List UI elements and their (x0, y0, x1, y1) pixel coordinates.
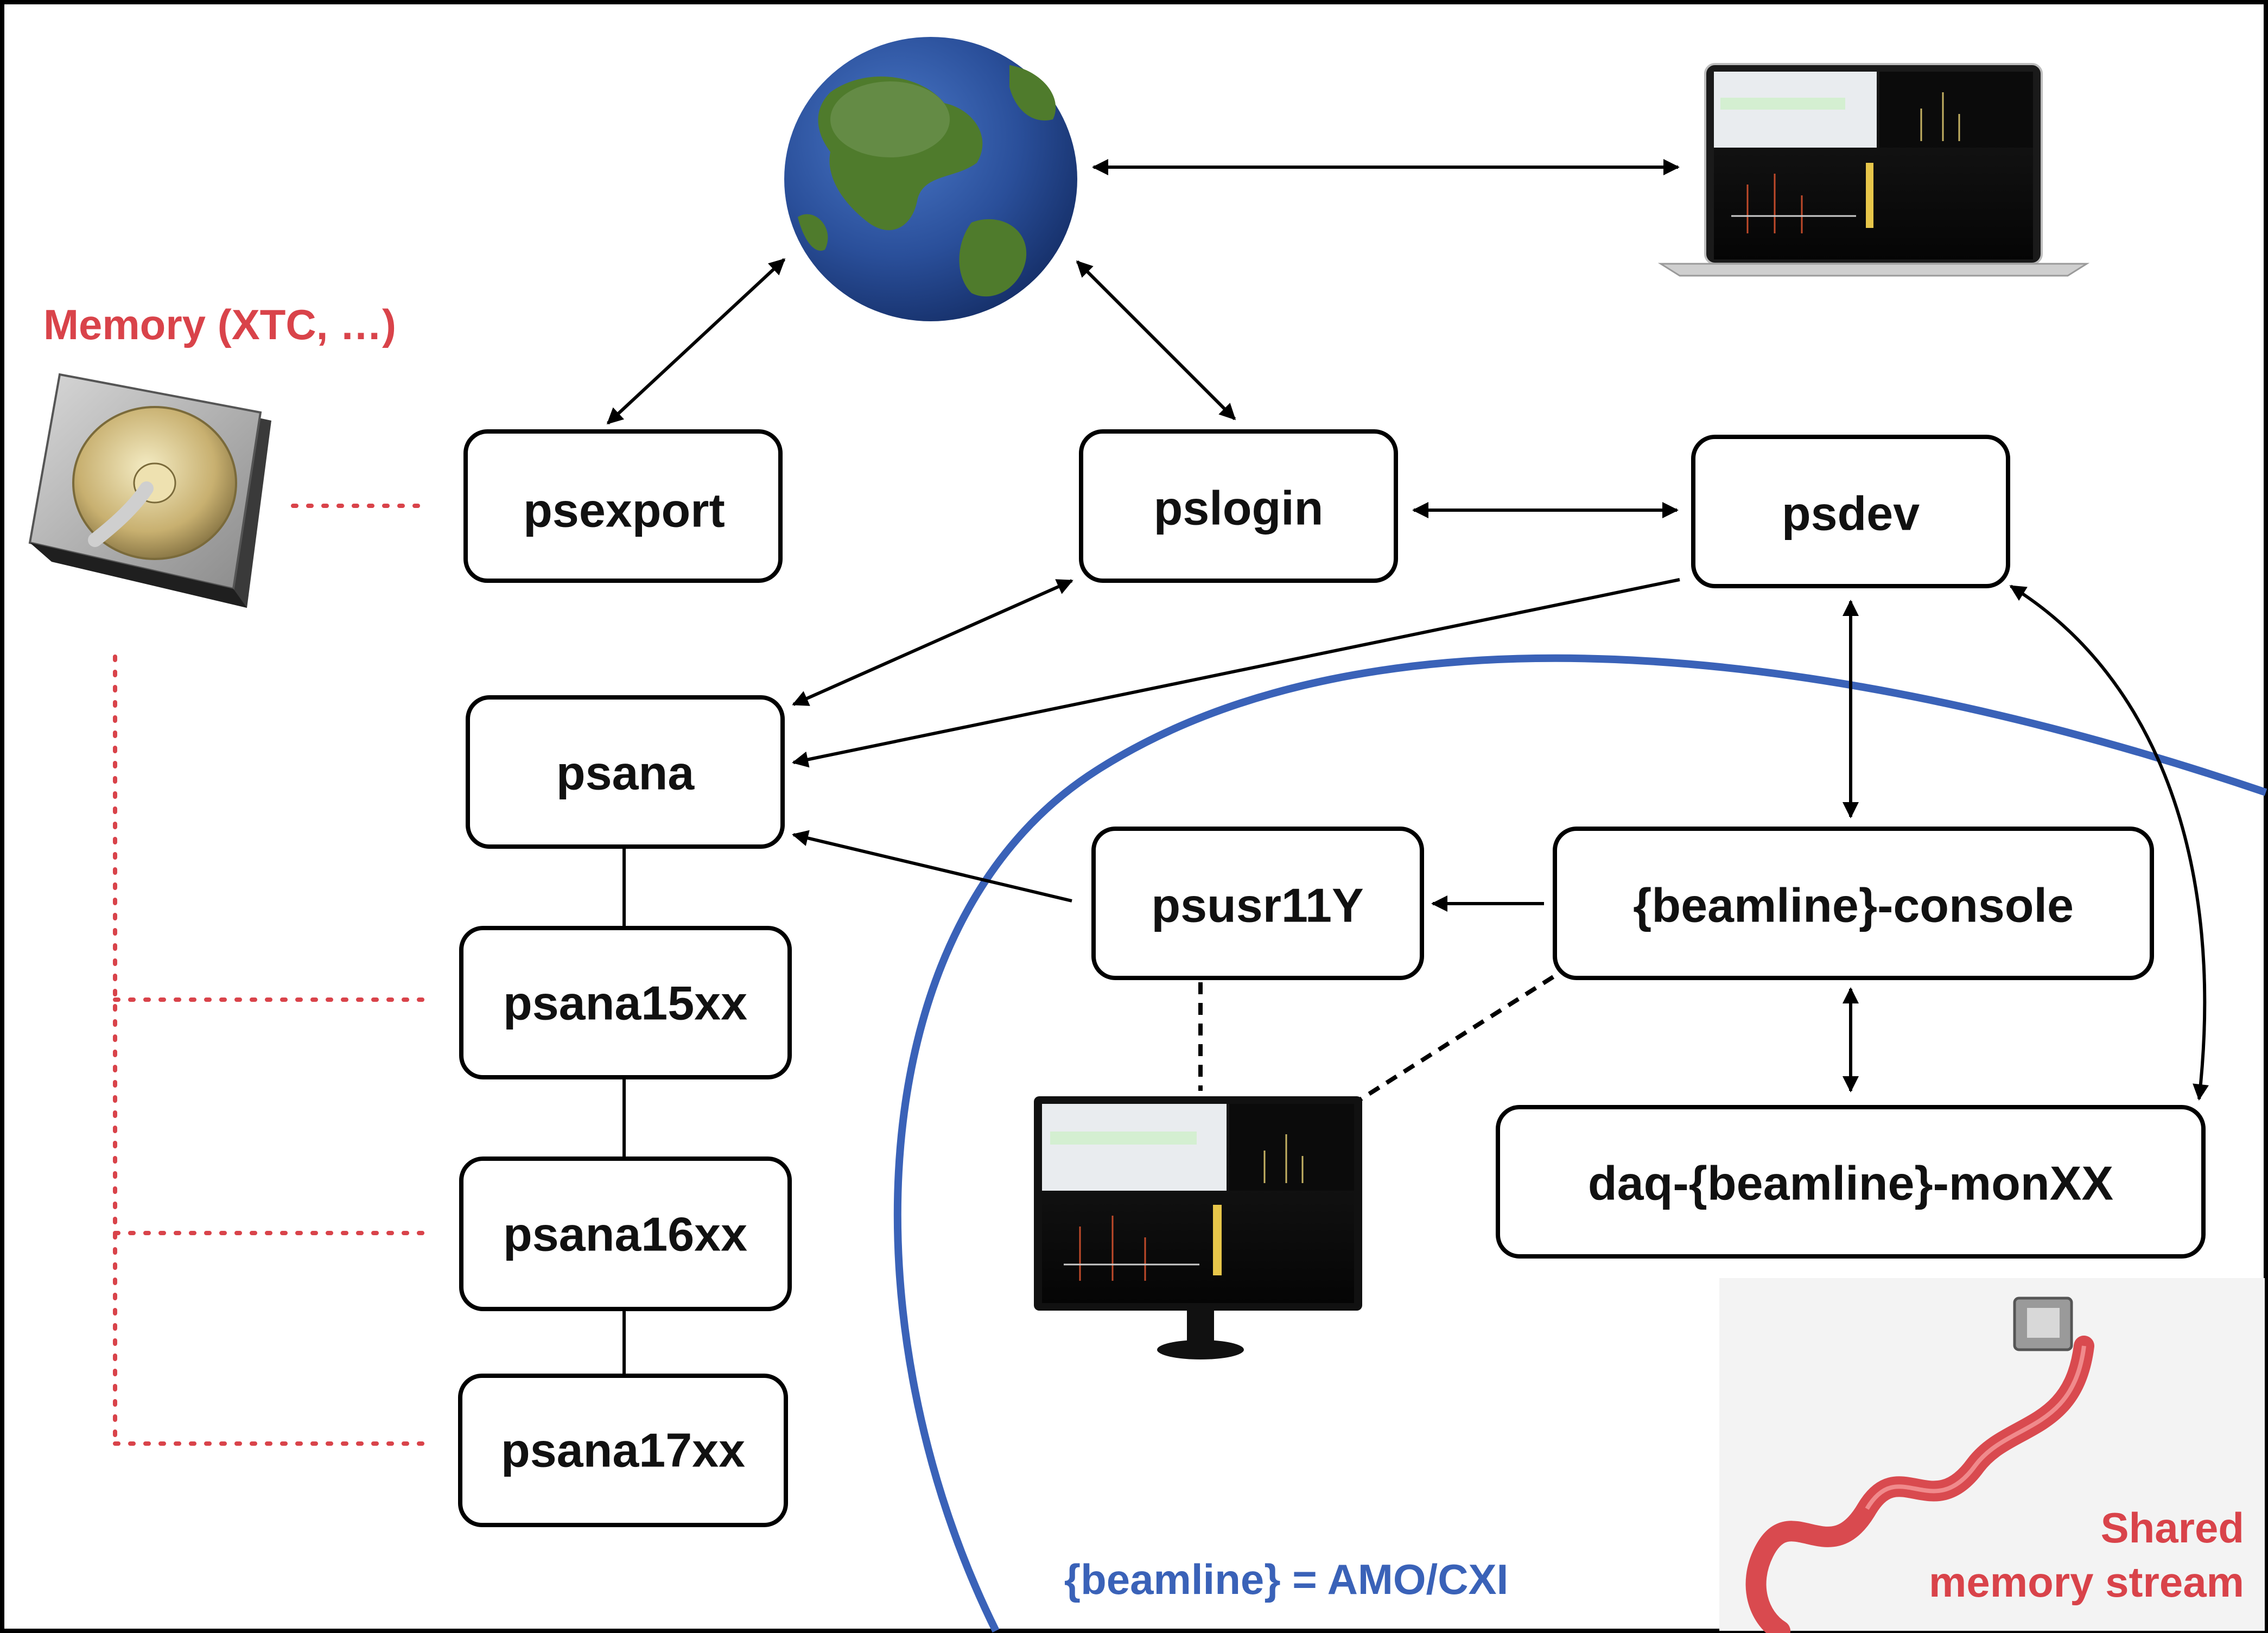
label-beamline-console: {beamline}-console (1633, 879, 2074, 932)
monitor-icon (1034, 1096, 1362, 1359)
node-psana16xx (459, 1157, 792, 1311)
node-psusr11Y (1091, 827, 1424, 980)
arrow-psusr-psana (792, 830, 1072, 903)
node-boxes (458, 429, 2206, 1527)
arrow-globe-psexport (606, 258, 786, 425)
label-daq-monXX: daq-{beamline}-monXX (1588, 1157, 2113, 1210)
label-pslogin: pslogin (1154, 481, 1324, 535)
node-beamline-console (1553, 827, 2154, 980)
node-psana (466, 695, 785, 849)
globe-icon (784, 37, 1077, 321)
label-psana15xx: psana15xx (503, 976, 747, 1030)
laptop-icon (1657, 63, 2090, 277)
label-psana: psana (556, 746, 695, 800)
node-psana17xx (458, 1374, 788, 1527)
node-daq-monXX (1496, 1105, 2206, 1259)
label-psana17xx: psana17xx (501, 1424, 745, 1477)
label-psusr11Y: psusr11Y (1151, 879, 1363, 932)
arrow-globe-pslogin (1076, 260, 1236, 421)
arrow-psana-pslogin (792, 579, 1073, 706)
node-psexport (463, 429, 783, 583)
sata-cable-icon (1719, 1278, 2265, 1633)
arrow-psdev-daq (2009, 584, 2209, 1101)
monitor-connectors (1198, 975, 1555, 1104)
node-pslogin (1079, 429, 1398, 583)
label-psexport: psexport (523, 484, 725, 537)
arrow-psdev-psana (792, 578, 1680, 768)
label-psana16xx: psana16xx (503, 1208, 747, 1261)
beamline-note: {beamline} = AMO/CXI (1064, 1555, 1509, 1603)
memory-label: Memory (XTC, …) (43, 301, 396, 348)
shared-memory-label-line1: Shared (2101, 1504, 2244, 1552)
node-psana15xx (459, 926, 792, 1079)
label-psdev: psdev (1782, 487, 1920, 541)
shared-memory-label-line2: memory stream (1929, 1558, 2244, 1606)
hard-disk-icon (28, 373, 271, 608)
connection-arrows (606, 159, 2209, 1101)
node-psdev (1691, 435, 2010, 588)
